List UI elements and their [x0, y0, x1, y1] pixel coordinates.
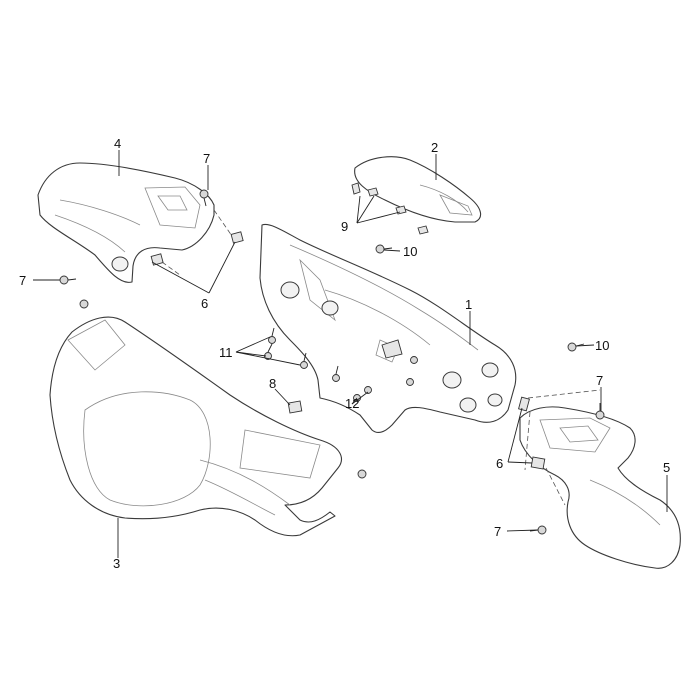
- callout-9: 9: [341, 219, 348, 234]
- callout-11: 11: [219, 345, 233, 360]
- callout-7-bottom-right: 7: [494, 524, 501, 539]
- callout-4: 4: [114, 136, 121, 151]
- callout-6-left: 6: [201, 296, 208, 311]
- callout-8: 8: [269, 376, 276, 391]
- left-control-cover: [37, 162, 215, 283]
- callout-12: 12: [345, 396, 359, 411]
- callout-7-top-left: 7: [203, 151, 210, 166]
- callout-10-top: 10: [403, 244, 417, 259]
- handlebar-front-cover: [49, 316, 342, 537]
- callout-3: 3: [113, 556, 120, 571]
- callout-labels: 4 2 1 3 5 6 6 7 7 7 7 8 9 10 10 11 12: [19, 136, 670, 571]
- fasteners: [59, 189, 605, 535]
- callout-7-right: 7: [596, 373, 603, 388]
- callout-10-right: 10: [595, 338, 609, 353]
- callout-1: 1: [465, 297, 472, 312]
- alignment-lines: [161, 209, 601, 506]
- callout-leaders: [33, 150, 668, 558]
- callout-7-left: 7: [19, 273, 26, 288]
- instrument-cover: [354, 156, 482, 223]
- right-control-cover: [519, 406, 681, 569]
- handlebar-rear-cover: [259, 223, 517, 434]
- callout-6-right: 6: [496, 456, 503, 471]
- callout-2: 2: [431, 140, 438, 155]
- clips-9: [351, 182, 429, 235]
- callout-5: 5: [663, 460, 670, 475]
